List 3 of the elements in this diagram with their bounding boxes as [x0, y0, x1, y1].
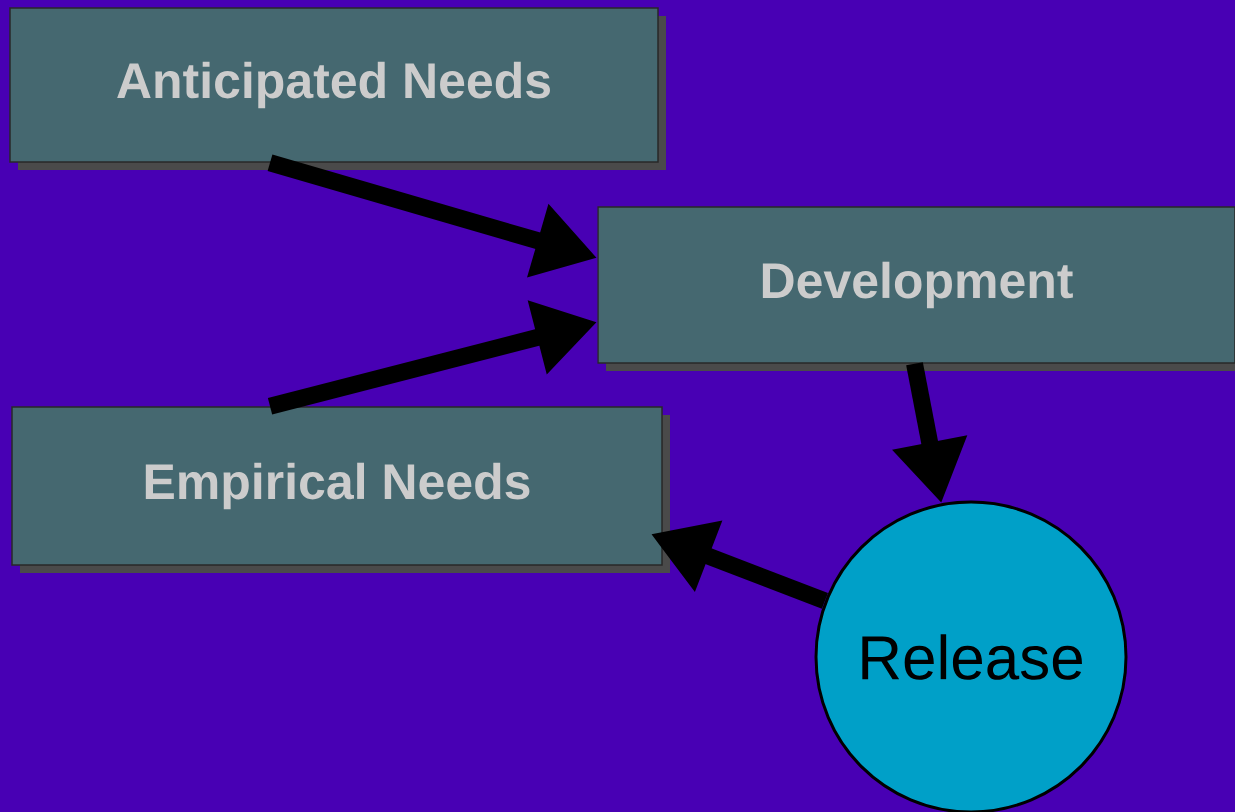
process-box: Development — [597, 206, 1235, 371]
process-box: Anticipated Needs — [9, 7, 666, 170]
process-box: Empirical Needs — [11, 406, 670, 573]
